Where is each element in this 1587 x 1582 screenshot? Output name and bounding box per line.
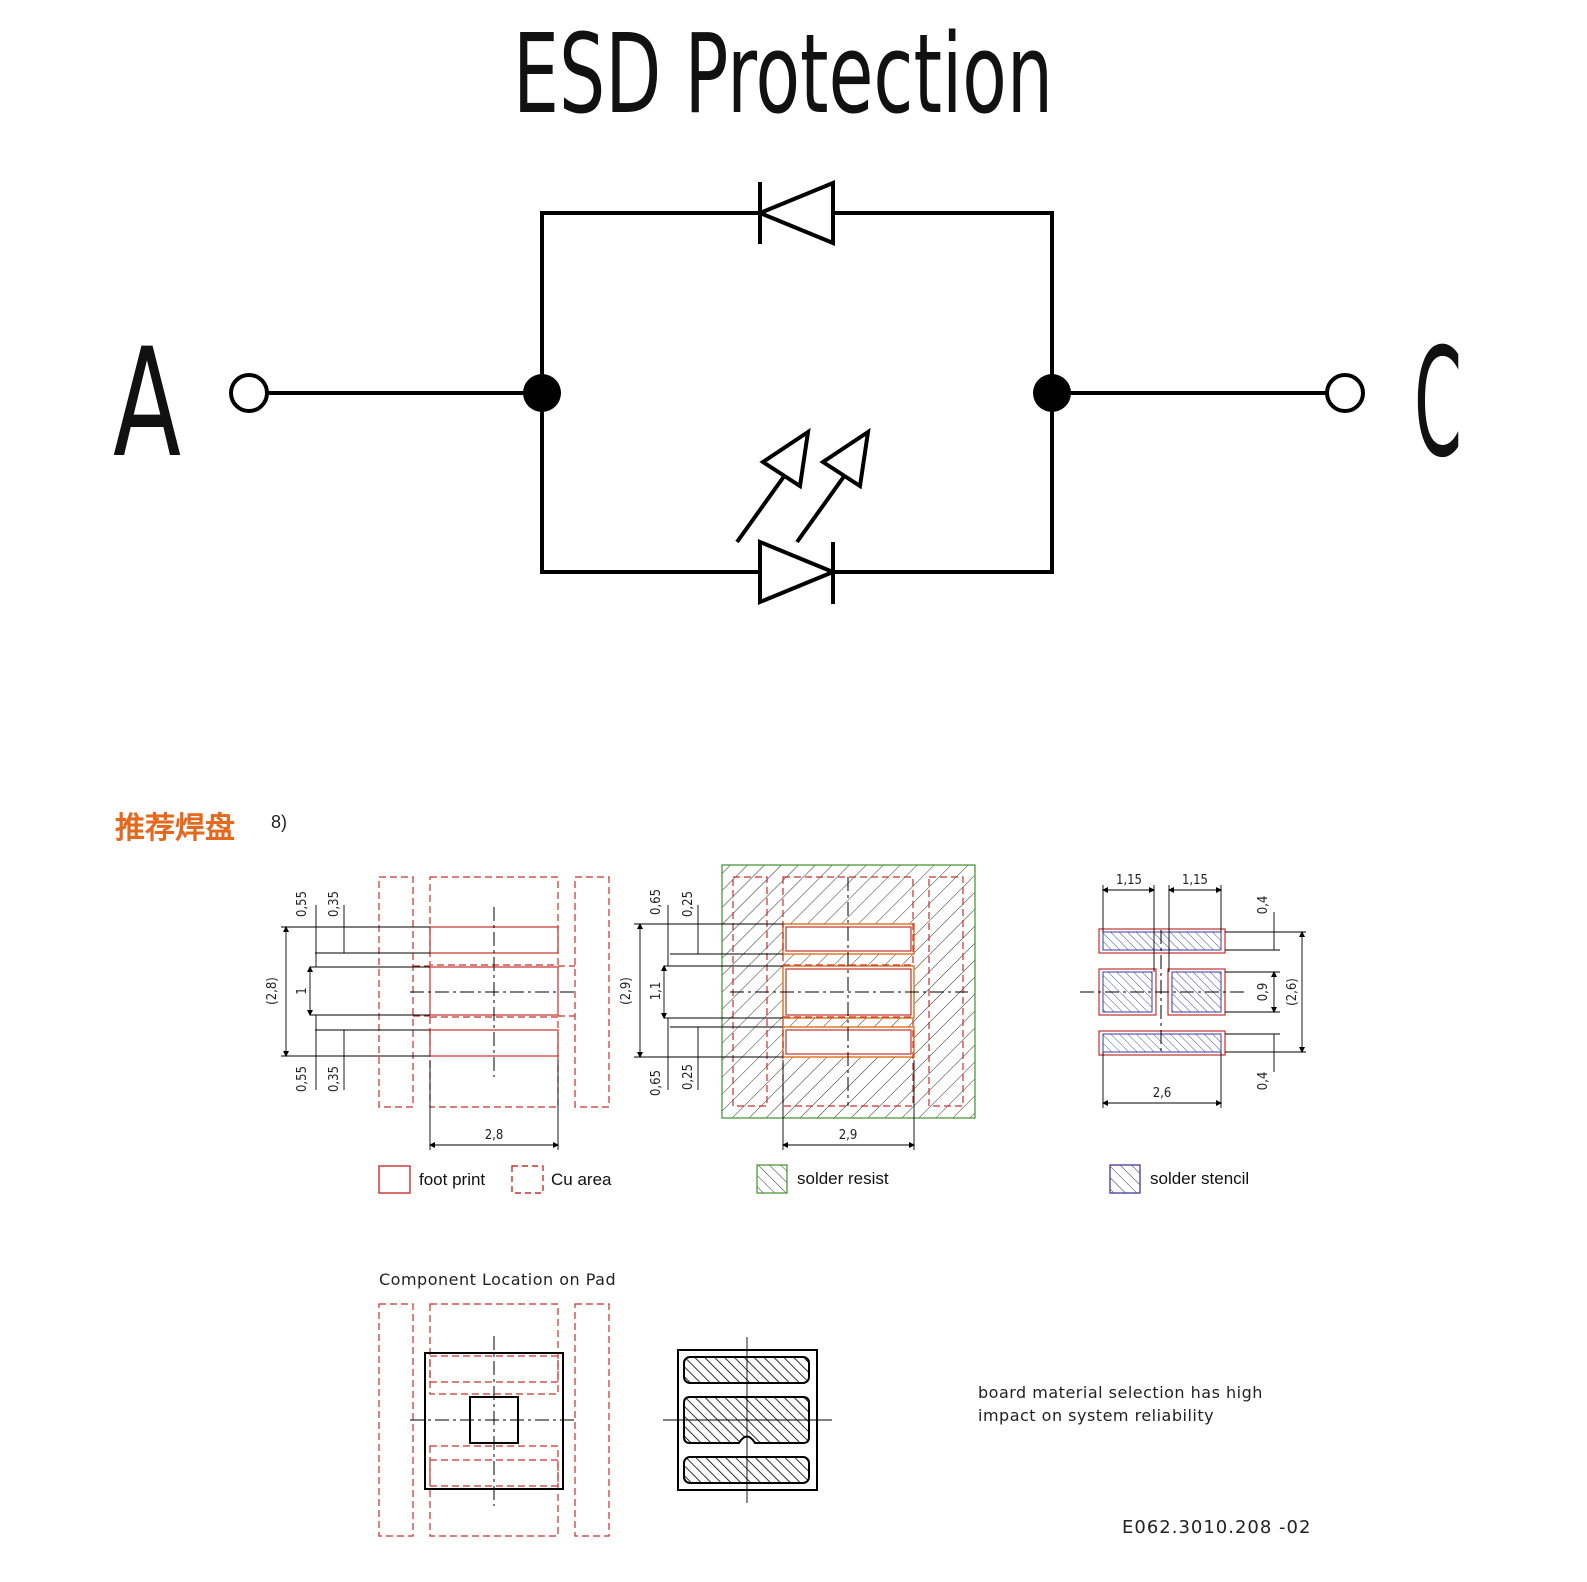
legend-stencil-label: solder stencil bbox=[1150, 1169, 1249, 1188]
legend: foot print Cu area solder resist solder … bbox=[378, 1164, 1249, 1194]
dim-top-outer: 0,55 bbox=[295, 891, 310, 917]
dim-overall: (2,6) bbox=[1285, 978, 1300, 1006]
terminal-a bbox=[229, 373, 269, 413]
note-line-1: board material selection has high bbox=[978, 1383, 1263, 1402]
legend-stencil-swatch bbox=[1109, 1164, 1141, 1194]
dim-bottom-inner: 0,35 bbox=[327, 1066, 342, 1092]
component-bottom-view bbox=[663, 1337, 832, 1503]
tvs-diode-symbol bbox=[754, 180, 835, 246]
section-footnote: 8) bbox=[271, 812, 287, 832]
dim-top-inner: 0,25 bbox=[681, 891, 696, 917]
note-line-2: impact on system reliability bbox=[978, 1406, 1214, 1425]
dim-bottom-height: 0,4 bbox=[1256, 1072, 1271, 1091]
loop-right-wire bbox=[833, 211, 1054, 574]
legend-resist-label: solder resist bbox=[797, 1169, 889, 1188]
dim-left-width: 1,15 bbox=[1116, 873, 1142, 888]
legend-cu-label: Cu area bbox=[551, 1170, 612, 1189]
dim-bottom-outer: 0,65 bbox=[649, 1070, 664, 1096]
section-title: 推荐焊盘 bbox=[115, 811, 235, 846]
legend-cu-swatch bbox=[511, 1165, 544, 1194]
dim-bottom-outer: 0,55 bbox=[295, 1066, 310, 1092]
dim-width: 2,8 bbox=[485, 1128, 504, 1143]
pin-label-c: C bbox=[1414, 317, 1462, 491]
page-title: ESD Protection bbox=[513, 10, 1053, 138]
solder-resist-view: 0,65 0,25 (2,9) 1,1 0,65 0,25 2,9 bbox=[619, 864, 976, 1150]
dim-middle-height: 0,9 bbox=[1256, 983, 1271, 1002]
location-title: Component Location on Pad bbox=[379, 1270, 616, 1289]
light-emission-arrows-icon bbox=[735, 427, 871, 544]
dim-top-outer: 0,65 bbox=[649, 889, 664, 915]
solder-stencil-view: 1,15 1,15 0,4 0,9 (2,6) 0,4 2,6 bbox=[1080, 873, 1306, 1108]
footprint-view: 0,55 0,35 (2,8) 1 0,55 0,35 2,8 bbox=[265, 876, 610, 1150]
schematic: A C bbox=[113, 180, 1462, 605]
terminal-c bbox=[1325, 373, 1365, 413]
legend-footprint-swatch bbox=[378, 1165, 411, 1194]
led-diode-symbol bbox=[758, 539, 839, 605]
dim-right-width: 1,15 bbox=[1182, 873, 1208, 888]
dim-middle: 1,1 bbox=[649, 982, 664, 1001]
legend-footprint-label: foot print bbox=[419, 1170, 485, 1189]
dim-width: 2,9 bbox=[839, 1128, 858, 1143]
dim-middle: 1 bbox=[295, 987, 310, 994]
dim-width: 2,6 bbox=[1153, 1086, 1172, 1101]
pin-label-a: A bbox=[113, 317, 181, 491]
loop-left-wire bbox=[540, 211, 760, 574]
dim-bottom-inner: 0,25 bbox=[681, 1064, 696, 1090]
component-location-pad-view bbox=[378, 1303, 610, 1537]
dim-top-height: 0,4 bbox=[1256, 896, 1271, 915]
dim-top-inner: 0,35 bbox=[327, 891, 342, 917]
dim-overall: (2,9) bbox=[619, 977, 634, 1005]
dim-overall: (2,8) bbox=[265, 977, 280, 1005]
legend-resist-swatch bbox=[756, 1164, 788, 1194]
document-number: E062.3010.208 -02 bbox=[1122, 1517, 1311, 1538]
